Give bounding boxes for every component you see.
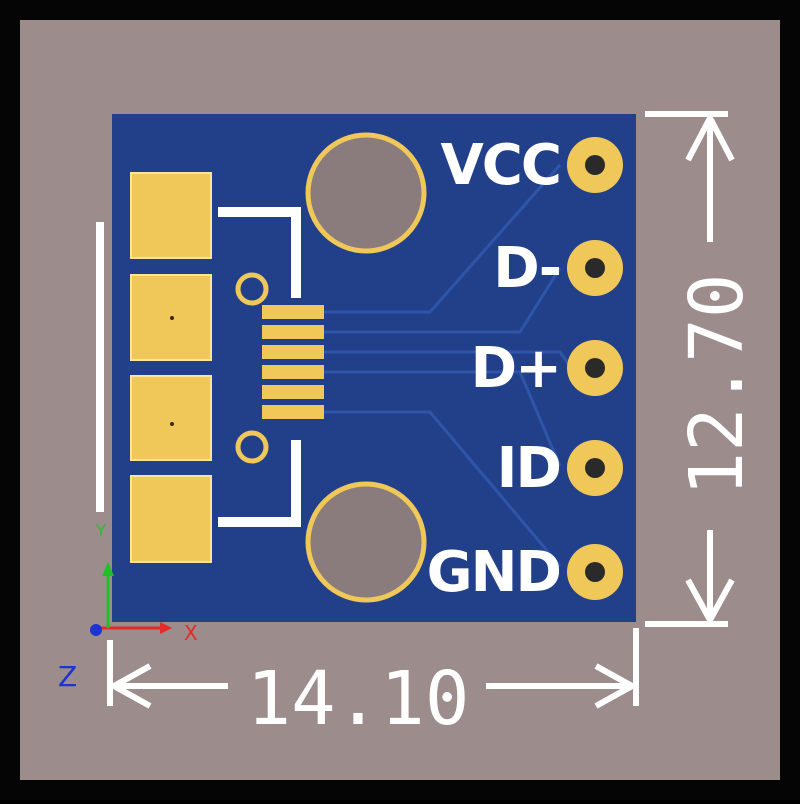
bottom-border (0, 780, 800, 800)
usb-signal-pads (262, 305, 324, 419)
pcb-traces (324, 164, 572, 567)
right-border (780, 0, 800, 800)
header-pins (567, 137, 623, 600)
pin-label-vcc: VCC (440, 133, 562, 198)
pin-label-d-minus: D- (493, 236, 562, 301)
z-axis-label: Z (58, 660, 77, 693)
pin-label-id: ID (496, 436, 562, 501)
x-axis-label: X (184, 621, 198, 645)
locating-hole (235, 272, 269, 306)
header-pin-hole (585, 358, 605, 378)
shield-pad (130, 274, 212, 361)
dimension-width-label: 14.10 (247, 656, 470, 742)
x-axis-arrow (160, 622, 172, 634)
header-pin-hole (585, 458, 605, 478)
dimension-height (645, 111, 735, 627)
silkscreen-bracket-bottom (218, 440, 301, 527)
shield-pad (130, 475, 212, 563)
dimension-width (107, 628, 639, 709)
pad-via (170, 422, 174, 426)
y-axis-label: Y (95, 521, 106, 540)
y-axis-arrow (102, 562, 114, 576)
top-border (0, 0, 800, 20)
left-border (0, 0, 20, 800)
pin-label-d-plus: D+ (470, 336, 562, 401)
mounting-hole-bottom (305, 481, 427, 603)
silkscreen-bracket-top (218, 207, 301, 298)
shield-pad (130, 375, 212, 461)
header-pin-hole (585, 155, 605, 175)
pin-label-gnd: GND (426, 540, 562, 605)
locating-hole (235, 430, 269, 464)
pad-via (170, 316, 174, 320)
header-pin-hole (585, 562, 605, 582)
header-pin-hole (585, 258, 605, 278)
dimension-height-label: 12.70 (674, 274, 760, 497)
mounting-hole-top (305, 132, 427, 254)
axis-gizmo: X Y Z (58, 521, 198, 693)
z-axis-dot (90, 624, 102, 636)
connector-outline (96, 222, 104, 512)
shield-pad (130, 172, 212, 259)
